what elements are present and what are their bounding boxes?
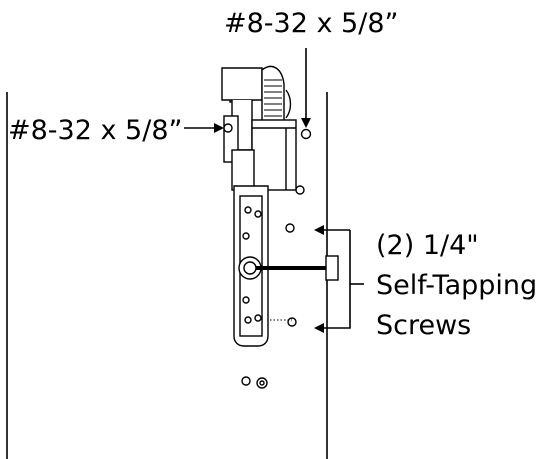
- self-tap-label-line3: Screws: [376, 310, 471, 341]
- strike-block: [325, 255, 339, 281]
- left-screw-arrow: [184, 123, 224, 133]
- self-tapping-bracket: [314, 225, 364, 333]
- self-tap-label-line1: (2) 1/4": [376, 230, 479, 261]
- left-screw-label: #8-32 x 5/8”: [8, 115, 183, 146]
- mortise-mechanism: [221, 65, 312, 389]
- top-screw-arrow: [301, 48, 311, 128]
- top-screw-label: #8-32 x 5/8”: [224, 8, 399, 39]
- self-tap-label-line2: Self-Tapping: [376, 270, 537, 301]
